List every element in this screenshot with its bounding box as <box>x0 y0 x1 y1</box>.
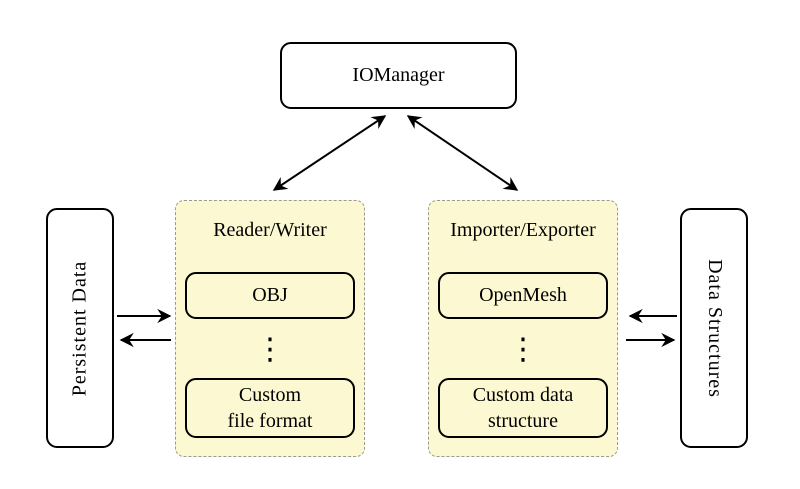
node-data-structures-label: Data Structures <box>703 258 726 398</box>
vertical-ellipsis-icon: ⋮ <box>508 332 538 367</box>
node-persistent-data-label: Persistent Data <box>68 260 91 396</box>
node-persistent-data: Persistent Data <box>46 208 114 448</box>
node-custom-file-format-line1: Custom <box>238 384 302 406</box>
node-io-manager: IOManager <box>280 42 517 109</box>
node-io-manager-label: IOManager <box>352 64 445 86</box>
vertical-ellipsis-icon: ⋮ <box>255 332 285 367</box>
node-obj: OBJ <box>185 272 355 319</box>
node-custom-data-structure-line1: Custom data <box>472 384 574 406</box>
node-obj-label: OBJ <box>252 284 288 306</box>
node-openmesh-label: OpenMesh <box>479 284 567 306</box>
node-custom-data-structure-line2: structure <box>488 410 558 432</box>
node-data-structures: Data Structures <box>680 208 748 448</box>
node-custom-data-structure: Custom data structure <box>438 378 608 438</box>
group-reader-writer-label: Reader/Writer <box>213 219 327 241</box>
group-importer-exporter-label: Importer/Exporter <box>450 219 596 241</box>
node-openmesh: OpenMesh <box>438 272 608 319</box>
node-custom-file-format-line2: file format <box>227 410 313 432</box>
arrow-iomanager-importerexporter <box>406 115 519 191</box>
group-reader-writer: Reader/Writer OBJ ⋮ Custom file format <box>175 200 365 457</box>
arrow-iomanager-readerwriter <box>272 115 387 191</box>
node-custom-file-format: Custom file format <box>185 378 355 438</box>
group-importer-exporter: Importer/Exporter OpenMesh ⋮ Custom data… <box>428 200 618 457</box>
